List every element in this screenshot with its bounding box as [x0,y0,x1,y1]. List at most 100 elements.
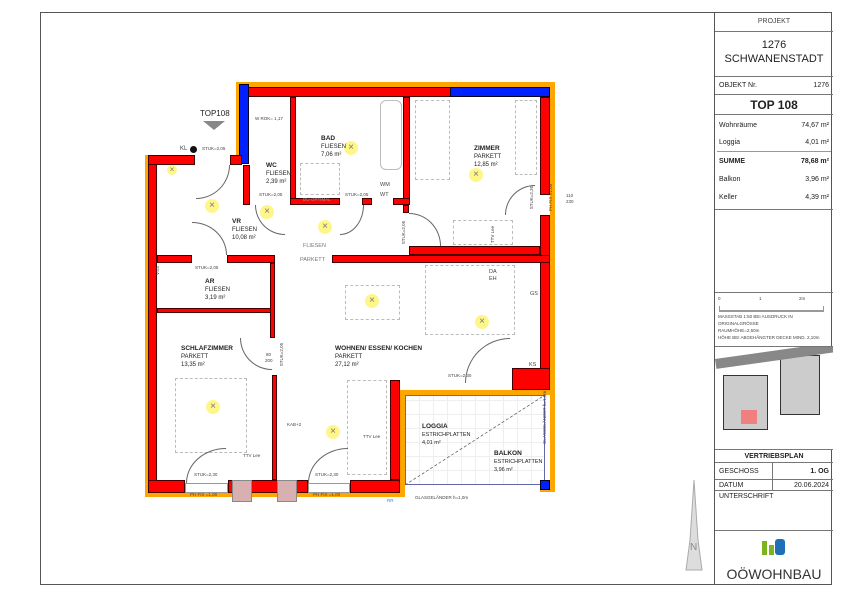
scale-line-3: RAUMHÖHE=2,50m [718,328,760,333]
bed-schlafzimmer [175,378,247,453]
wardrobe-zimmer [515,100,537,175]
room-floor: PARKETT [181,354,209,360]
room-floor: ESTRICHPLATTEN [494,459,543,465]
room-floor: PARKETT [474,154,502,160]
door-wc[interactable] [255,205,285,235]
room-name: LOGGIA [422,423,448,430]
north-arrow-icon: N [685,480,703,571]
objekt-row: OBJEKT Nr.1276 [715,77,833,95]
stuk-bad: STUK=2,05 [345,192,369,197]
room-name: AR [205,278,215,285]
scale-tick-2: 2m [799,296,806,301]
door-window-wohn[interactable] [308,448,348,483]
ttv-schlaf: TTV Lee [243,453,261,458]
scale-tick-1: 1 [759,296,762,301]
lamp-icon: × [326,425,340,439]
floor-change-top: FLIESEN [303,243,326,249]
wall-bottom-c [350,480,400,493]
lamp-icon: × [205,199,219,213]
fix-window-left: PH FIX =1,00 [190,492,218,497]
gs-label: GS [530,291,538,297]
room-floor: PARKETT [335,354,363,360]
wall-mid-b [227,255,275,263]
room-name: VR [232,218,242,225]
geschoss-value: 1. OG [810,467,829,475]
room-area: 10,08 m² [232,235,256,241]
wall-left [148,155,157,493]
room-label-zimmer: ZIMMER PARKETT 12,85 m² [474,145,501,169]
vss-label: VSS [155,265,161,276]
room-label-bad: BAD FLIESEN 7,06 m² [321,135,346,159]
room-area: 7,06 m² [321,152,342,158]
wall-wc-left [243,165,250,205]
wall-bath-bottom-a [290,198,340,205]
unterschrift-row: UNTERSCHRIFT [715,491,833,531]
scale-tick-0: 0 [718,296,721,301]
facade-right [550,82,555,492]
shaft-top [450,87,550,97]
window-right[interactable] [308,483,350,493]
room-label-vr: VR FLIESEN 10,08 m² [232,218,257,242]
wall-bath-bottom-c [393,198,410,205]
site-unit-highlight [741,410,757,424]
stuk-schlafzimmer: STUK=2,05 [279,342,285,367]
door-window-schlaf[interactable] [186,448,226,483]
wall-ar-right [270,263,275,338]
unterschrift-label: UNTERSCHRIFT [719,493,774,500]
logo-text: OÖWOHNBAU [726,566,822,582]
project-number: 1276 [761,39,787,51]
room-floor: FLIESEN [232,227,258,233]
room-area: 12,85 m² [474,162,498,168]
bed-zimmer [415,100,450,180]
room-name: BALKON [494,450,522,457]
room-name: ZIMMER [474,145,500,152]
room-floor: FLIESEN [321,144,347,150]
shaft-balcony [540,480,550,490]
desk-zimmer [453,220,513,245]
stuk-window-right: STUK=2,30 [315,472,339,477]
wall-bath-right [403,97,410,205]
lamp-icon: × [344,141,358,155]
wall-mid-c [332,255,550,263]
title-block: PROJEKT 1276 SCHWANENSTADT OBJEKT Nr.127… [714,12,833,585]
shaft-cover-2 [277,480,297,502]
top-row: TOP 108 [715,95,833,115]
wall-bath-left [290,97,296,205]
top-number: TOP 108 [750,98,798,112]
wall-top [247,87,452,97]
entrance-door[interactable] [196,165,230,199]
door-zimmer[interactable] [409,213,441,246]
lamp-icon: × [167,165,177,175]
area-label: SUMME [719,157,746,165]
ttv-zimmer: TTV Lee [490,225,496,244]
door-loggia[interactable] [465,338,510,383]
shaft-left [239,84,249,164]
room-floor: FLIESEN [266,171,292,177]
sofa [347,380,387,475]
room-name: WC [266,162,277,169]
area-label: Balkon [719,175,741,183]
window-left[interactable] [185,483,228,493]
door-bad[interactable] [340,205,364,235]
site-plan-thumbnail [715,347,833,450]
stuk-zimmer-door: STUK=2,05 [401,220,407,245]
bathtub [380,100,402,170]
plan-type-row: VERTRIEBSPLAN [715,450,833,463]
door-ar[interactable] [192,222,227,255]
datum-label: DATUM [719,481,744,489]
shower-label: DU-OPTIMAL [303,197,331,202]
wall-bath-bottom-b [362,198,372,205]
lamp-icon: × [469,168,483,182]
room-name: BAD [321,135,336,142]
area-value: 4,01 m² [805,139,829,146]
wall-right-upper [540,97,550,195]
wall-mid-a [157,255,192,263]
dim-80: 80 [266,352,272,357]
room-area: 3,96 m² [494,467,513,473]
